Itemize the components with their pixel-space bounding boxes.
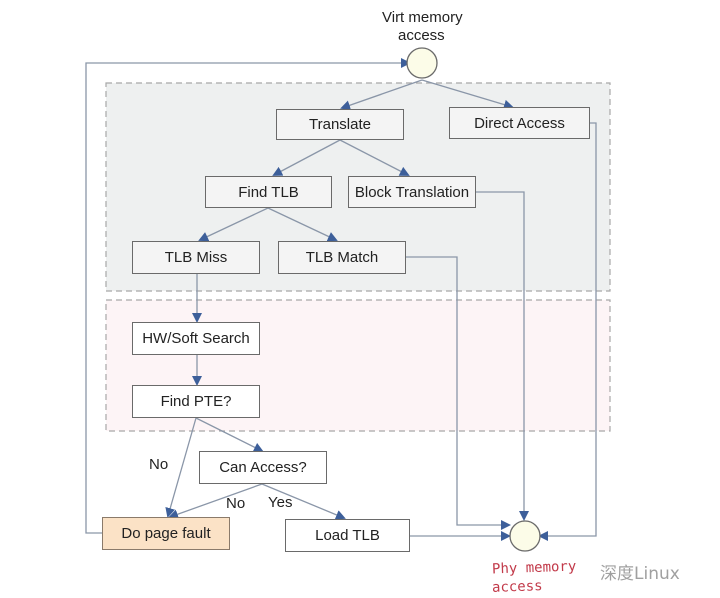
edge-translate-to-block <box>339 139 410 176</box>
edge-label-access-yes: Yes <box>268 494 293 511</box>
end-label-2: access <box>491 578 543 596</box>
edge-translate-to-findtlb <box>272 139 341 176</box>
edge-label-pte-no: No <box>149 456 169 473</box>
node-load-tlb: Load TLB <box>285 519 410 552</box>
end-node <box>509 520 541 552</box>
node-direct-access: Direct Access <box>449 107 590 139</box>
start-label: Virt memory <box>382 9 463 26</box>
node-translate: Translate <box>276 109 404 140</box>
edge-canaccess-to-loadtlb <box>261 483 346 520</box>
watermark: 深度Linux <box>600 564 680 584</box>
node-find-pte: Find PTE? <box>132 385 260 418</box>
edge-block-to-phy <box>476 191 529 521</box>
edge-match-to-phy <box>406 256 511 530</box>
edge-pte-to-pagefault <box>165 417 197 518</box>
start-label-2: access <box>398 27 445 44</box>
start-node <box>406 47 438 79</box>
end-label: Phy memory <box>491 558 577 578</box>
edge-findtlb-to-miss <box>198 207 269 242</box>
node-hw-soft-search: HW/Soft Search <box>132 322 260 355</box>
edge-direct-to-phy <box>538 122 597 541</box>
edge-start-to-direct <box>421 79 514 110</box>
edge-start-to-translate <box>340 79 423 111</box>
node-block-translation: Block Translation <box>348 176 476 208</box>
edge-pte-to-canaccess <box>195 417 264 452</box>
edge-findtlb-to-match <box>267 207 338 242</box>
node-can-access: Can Access? <box>199 451 327 484</box>
edge-pagefault-to-start <box>85 58 411 534</box>
node-do-page-fault: Do page fault <box>102 517 230 550</box>
node-tlb-miss: TLB Miss <box>132 241 260 274</box>
node-tlb-match: TLB Match <box>278 241 406 274</box>
edge-label-access-no: No <box>226 495 246 512</box>
node-find-tlb: Find TLB <box>205 176 332 208</box>
edge-canaccess-to-pagefault <box>168 483 263 520</box>
